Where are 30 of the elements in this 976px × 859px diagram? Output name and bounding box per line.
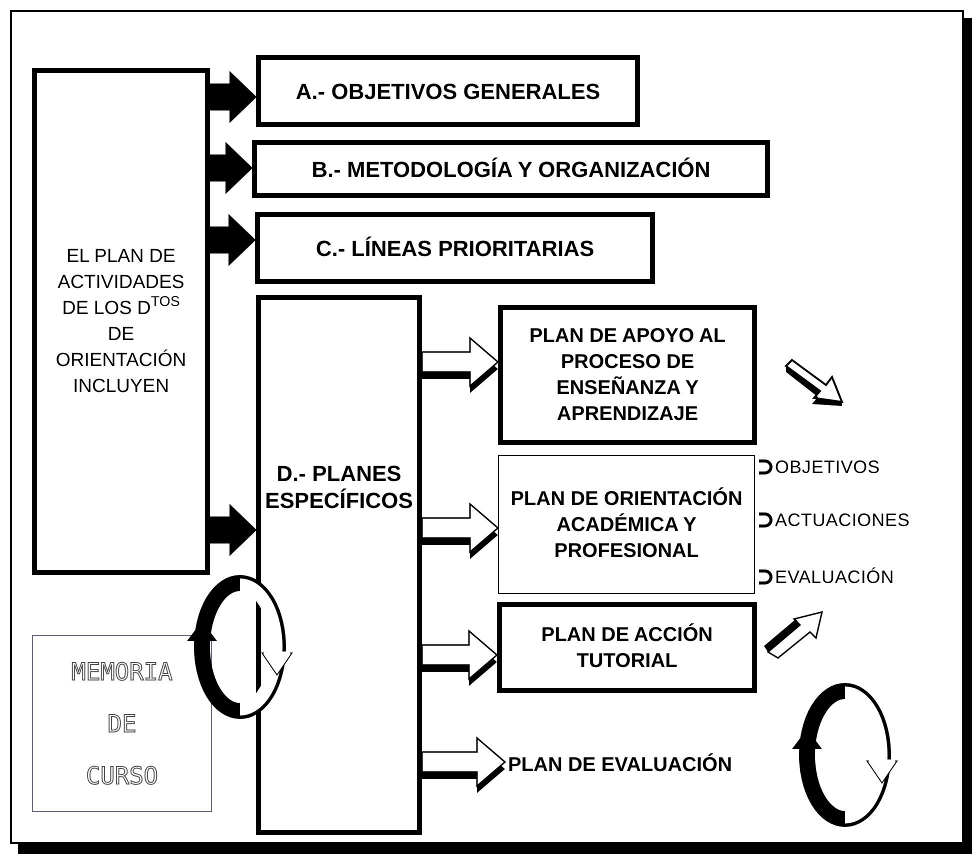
block-arrow: [210, 214, 256, 266]
block-arrow: [421, 629, 498, 686]
box-label: MEMORIA DE CURSO: [70, 656, 174, 792]
block-arrow: [210, 70, 257, 124]
process-box: [498, 305, 757, 445]
box-label: C.- LÍNEAS PRIORITARIAS: [316, 234, 594, 262]
process-box: [256, 295, 422, 835]
block-arrow: [421, 502, 500, 559]
memo-box: [32, 635, 212, 812]
process-box: [498, 455, 755, 594]
box-label: A.- OBJETIVOS GENERALES: [296, 78, 600, 106]
box-label: PLAN DE ACCIÓN TUTORIAL: [540, 622, 714, 674]
list-item-label: ACTUACIONES: [775, 511, 910, 529]
plan-label: PLAN DE EVALUACIÓN: [506, 752, 734, 778]
block-arrow: [210, 142, 253, 194]
box-label: EL PLAN DE ACTIVIDADES DE LOS D$^{TOS}$ DE ORIENTACIÓN INCLUYEN: [54, 244, 188, 398]
process-box: [252, 140, 770, 198]
process-box: [256, 55, 640, 127]
list-item-label: EVALUACIÓN: [775, 568, 894, 586]
block-arrow: [210, 504, 257, 556]
box-label: PLAN DE ORIENTACIÓN ACADÉMICA Y PROFESIONAL: [510, 486, 744, 564]
process-box: [32, 68, 210, 575]
box-label: PLAN DE APOYO AL PROCESO DE ENSEÑANZA Y APRENDIZAJE: [528, 324, 727, 427]
box-label: B.- METODOLOGÍA Y ORGANIZACIÓN: [312, 156, 710, 184]
block-arrow: [421, 336, 500, 393]
block-arrow: [421, 736, 506, 793]
list-item-label: OBJETIVOS: [775, 458, 880, 476]
process-box: [497, 602, 757, 693]
box-label: D.- PLANES ESPECÍFICOS: [264, 460, 414, 514]
process-box: [255, 212, 655, 284]
